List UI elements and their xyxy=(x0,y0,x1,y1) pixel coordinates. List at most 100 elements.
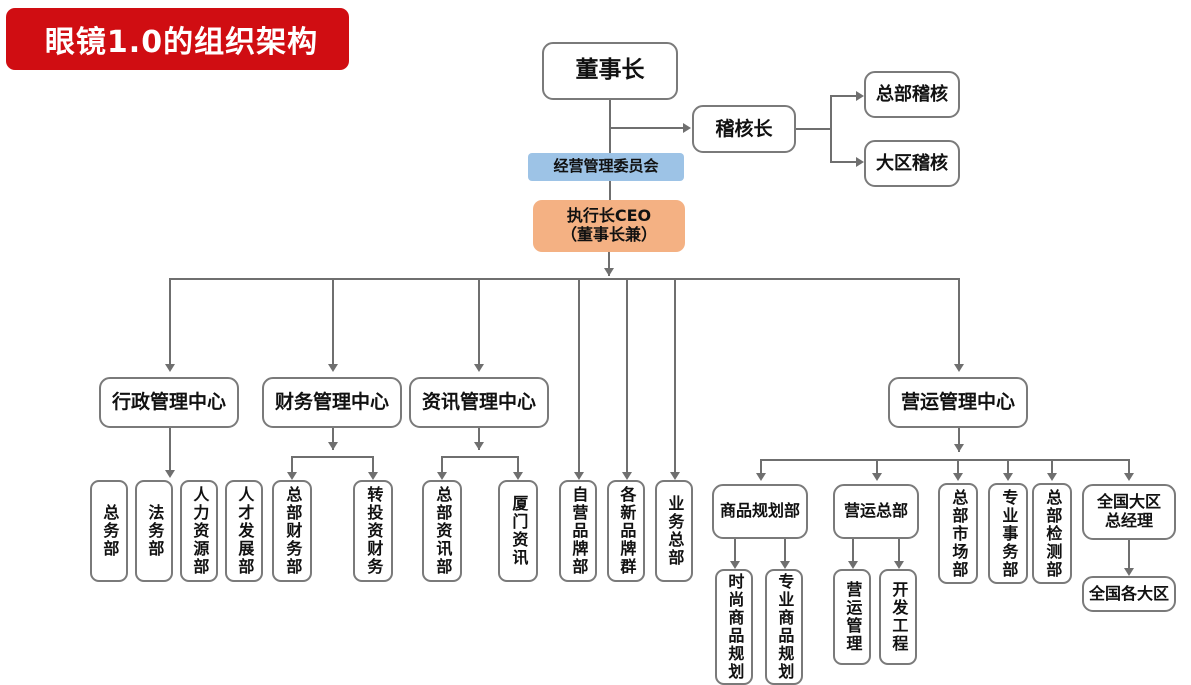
node-region-audit-label: 大区稽核 xyxy=(876,152,948,174)
connector-auditor-to-hq xyxy=(830,95,858,97)
node-management-committee[interactable]: 经营管理委员会 xyxy=(528,153,684,181)
node-ceo[interactable]: 执行长CEO （董事长兼） xyxy=(533,200,685,252)
arrow-finance-center-stem xyxy=(328,442,338,450)
node-product-planning-dept[interactable]: 商品规划部 xyxy=(712,484,808,539)
connector-auditor-out xyxy=(796,128,832,130)
node-talent-dev-dept[interactable]: 人才发展部 xyxy=(225,480,263,582)
node-new-brand-group-label: 各新品牌群 xyxy=(617,486,637,576)
node-hq-audit-label: 总部稽核 xyxy=(876,83,948,105)
node-chief-auditor[interactable]: 稽核长 xyxy=(692,105,796,153)
connector-operations-center-stem xyxy=(958,428,960,452)
arrow-auditor-to-region-audit xyxy=(856,157,864,167)
node-hq-it-dept[interactable]: 总部资讯部 xyxy=(422,480,462,582)
node-professional-product-planning[interactable]: 专业商品规划 xyxy=(765,569,803,685)
node-xiamen-it[interactable]: 厦门资讯 xyxy=(498,480,538,582)
arrow-operations-drop-4 xyxy=(1003,473,1013,481)
connector-drop-new-brands xyxy=(626,278,628,474)
node-hq-inspection-dept-label: 总部检测部 xyxy=(1043,488,1063,579)
node-business-hq[interactable]: 业务总部 xyxy=(655,480,693,582)
node-operations-center[interactable]: 营运管理中心 xyxy=(888,377,1028,428)
node-hr-dept[interactable]: 人力资源部 xyxy=(180,480,218,582)
connector-main-bus xyxy=(169,278,960,280)
node-it-center[interactable]: 资讯管理中心 xyxy=(409,377,549,428)
node-legal-dept-label: 法务部 xyxy=(145,504,165,558)
connector-operations-bus xyxy=(760,459,1129,461)
connector-product-planning-drop-1 xyxy=(734,539,736,563)
node-region-audit[interactable]: 大区稽核 xyxy=(864,140,960,187)
node-management-committee-label: 经营管理委员会 xyxy=(553,157,659,176)
connector-it-drop-1 xyxy=(441,456,443,474)
node-hq-finance-dept[interactable]: 总部财务部 xyxy=(272,480,312,582)
arrow-drop-admin xyxy=(165,364,175,372)
node-operations-center-label: 营运管理中心 xyxy=(900,391,1015,414)
connector-operations-drop-1 xyxy=(760,459,762,475)
connector-it-center-stem xyxy=(478,428,480,450)
node-own-brand-dept[interactable]: 自营品牌部 xyxy=(559,480,597,582)
node-all-regions[interactable]: 全国各大区 xyxy=(1082,576,1176,612)
arrow-it-drop-2 xyxy=(513,472,523,480)
arrow-drop-operations xyxy=(954,364,964,372)
node-it-center-label: 资讯管理中心 xyxy=(421,391,536,414)
connector-operations-drop-2 xyxy=(876,459,878,475)
connector-drop-operations xyxy=(958,278,960,366)
arrow-operations-drop-6 xyxy=(1124,473,1134,481)
node-all-regions-label: 全国各大区 xyxy=(1088,583,1169,603)
node-chairman[interactable]: 董事长 xyxy=(542,42,678,100)
node-hq-marketing-dept[interactable]: 总部市场部 xyxy=(938,483,978,584)
arrow-finance-drop-2 xyxy=(368,472,378,480)
node-product-planning-dept-label: 商品规划部 xyxy=(719,501,800,521)
node-finance-center[interactable]: 财务管理中心 xyxy=(262,377,402,428)
arrow-operations-center-stem xyxy=(954,444,964,452)
connector-drop-own-brand xyxy=(578,278,580,474)
connector-finance-bus xyxy=(291,456,374,458)
node-national-regional-gm-label-line1: 全国大区 xyxy=(1096,492,1161,512)
node-fashion-product-planning-label: 时尚商品规划 xyxy=(725,573,745,681)
arrow-it-center-stem xyxy=(474,442,484,450)
arrow-operations-drop-2 xyxy=(872,473,882,481)
node-development-engineering[interactable]: 开发工程 xyxy=(879,569,917,665)
node-operations-hq-label: 营运总部 xyxy=(843,501,908,521)
arrow-drop-new-brands xyxy=(622,472,632,480)
node-hq-inspection-dept[interactable]: 总部检测部 xyxy=(1032,483,1072,584)
arrow-admin-center-stem xyxy=(165,470,175,478)
node-chief-auditor-label: 稽核长 xyxy=(715,117,773,140)
arrow-drop-finance xyxy=(328,364,338,372)
node-operations-management[interactable]: 营运管理 xyxy=(833,569,871,665)
arrow-finance-drop-1 xyxy=(287,472,297,480)
node-admin-center[interactable]: 行政管理中心 xyxy=(99,377,239,428)
node-professional-affairs-dept[interactable]: 专业事务部 xyxy=(988,483,1028,584)
connector-it-drop-2 xyxy=(517,456,519,474)
chart-title-banner: 眼镜1.0的组织架构 xyxy=(6,8,349,70)
node-new-brand-group[interactable]: 各新品牌群 xyxy=(607,480,645,582)
connector-drop-admin xyxy=(169,278,171,366)
node-hq-it-dept-label: 总部资讯部 xyxy=(433,486,453,576)
node-fashion-product-planning[interactable]: 时尚商品规划 xyxy=(715,569,753,685)
arrow-operations-drop-5 xyxy=(1047,473,1057,481)
node-hq-audit[interactable]: 总部稽核 xyxy=(864,71,960,118)
connector-operations-hq-drop-1 xyxy=(852,539,854,563)
node-national-regional-gm[interactable]: 全国大区 总经理 xyxy=(1082,484,1176,540)
connector-operations-hq-drop-2 xyxy=(898,539,900,563)
node-hq-finance-dept-label: 总部财务部 xyxy=(283,486,303,576)
connector-finance-drop-1 xyxy=(291,456,293,474)
node-general-affairs-dept[interactable]: 总务部 xyxy=(90,480,128,582)
node-operations-hq[interactable]: 营运总部 xyxy=(833,484,919,539)
connector-auditor-bus xyxy=(830,95,832,163)
node-admin-center-label: 行政管理中心 xyxy=(111,391,226,414)
arrow-regional-gm-stem xyxy=(1124,568,1134,576)
connector-finance-drop-2 xyxy=(372,456,374,474)
node-legal-dept[interactable]: 法务部 xyxy=(135,480,173,582)
connector-finance-center-stem xyxy=(332,428,334,450)
arrow-chairman-to-auditor xyxy=(683,123,691,133)
connector-drop-finance xyxy=(332,278,334,366)
node-national-regional-gm-label-line2: 总经理 xyxy=(1104,511,1153,530)
connector-drop-it xyxy=(478,278,480,366)
arrow-ceo-stem xyxy=(604,268,614,276)
connector-product-planning-drop-2 xyxy=(784,539,786,563)
node-investment-finance[interactable]: 转投资财务 xyxy=(353,480,393,582)
arrow-drop-own-brand xyxy=(574,472,584,480)
arrow-it-drop-1 xyxy=(437,472,447,480)
node-operations-management-label: 营运管理 xyxy=(843,581,863,653)
arrow-operations-hq-drop-1 xyxy=(848,561,858,569)
node-business-hq-label: 业务总部 xyxy=(665,495,685,567)
